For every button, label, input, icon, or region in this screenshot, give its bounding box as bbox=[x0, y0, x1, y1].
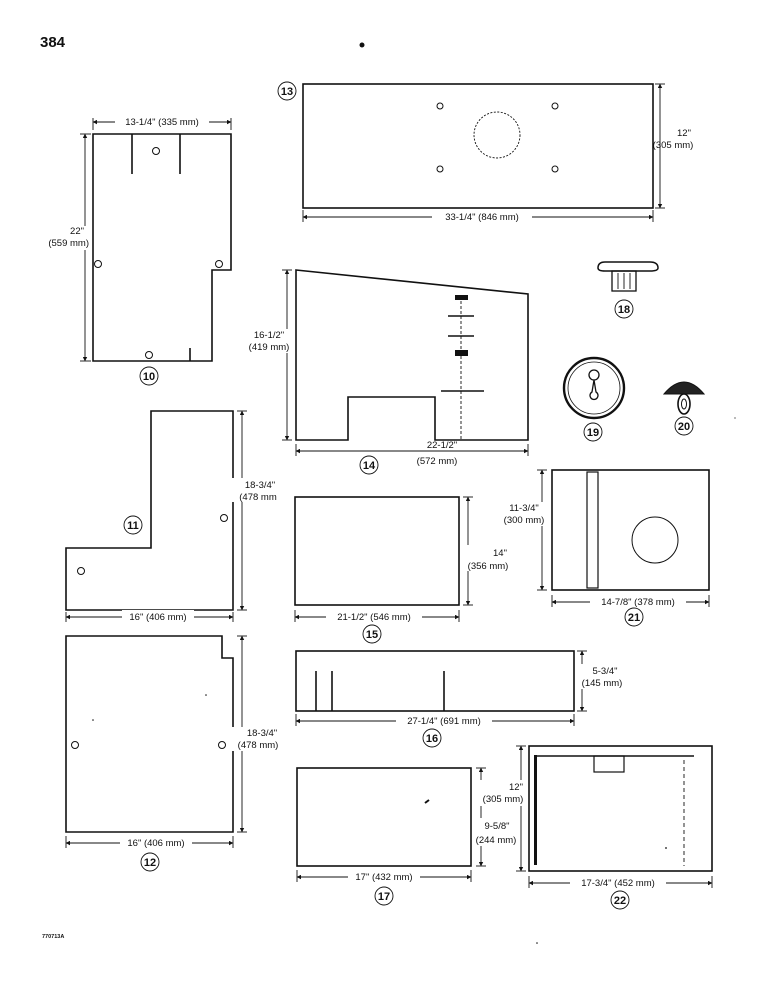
part-13-callout bbox=[277, 81, 297, 101]
part-15-callout bbox=[362, 624, 382, 644]
part-11-height-in: 18-3/4" bbox=[245, 480, 275, 491]
part-12-number: 12 bbox=[144, 857, 156, 869]
part-16-callout bbox=[422, 728, 442, 748]
part-15-width: 21-1/2" (546 mm) bbox=[337, 612, 411, 623]
part-13-width: 33-1/4" (846 mm) bbox=[445, 212, 519, 223]
part-10-width: 13-1/4" (335 mm) bbox=[125, 117, 199, 128]
part-13-height-mm: (305 mm) bbox=[653, 140, 694, 151]
part-15-number: 15 bbox=[366, 629, 378, 641]
part-22-height-in: 12" bbox=[509, 782, 523, 793]
part-12-width: 16" (406 mm) bbox=[127, 838, 184, 849]
part-13-height-in: 12" bbox=[677, 128, 691, 139]
part-22-width: 17-3/4" (452 mm) bbox=[581, 878, 655, 889]
part-22-callout bbox=[610, 890, 630, 910]
part-14-panel bbox=[295, 269, 529, 441]
part-20-number: 20 bbox=[678, 421, 690, 433]
part-19-callout bbox=[583, 422, 603, 442]
part-17-height-in: 9-5/8" bbox=[484, 821, 509, 832]
part-22-height-mm: (305 mm) bbox=[483, 794, 524, 805]
part-17-width: 17" (432 mm) bbox=[355, 872, 412, 883]
part-14: 22-1/2" (572 mm) 16-1/2" (419 mm) 14 bbox=[244, 269, 529, 475]
part-16-height-in: 5-3/4" bbox=[592, 666, 617, 677]
part-20-callout bbox=[674, 416, 694, 436]
part-18-callout bbox=[614, 299, 634, 319]
part-12-height-mm: (478 mm) bbox=[238, 740, 279, 751]
part-10: 13-1/4" (335 mm) 22" (559 mm) 10 bbox=[32, 115, 232, 386]
part-10-callout bbox=[139, 366, 159, 386]
part-22-number: 22 bbox=[614, 895, 626, 907]
part-13-number: 13 bbox=[281, 86, 293, 98]
part-11-panel bbox=[65, 410, 234, 611]
page-number: 384 bbox=[40, 34, 66, 51]
figure-code: 770713A bbox=[42, 934, 64, 940]
part-14-callout bbox=[359, 455, 379, 475]
part-22-panel bbox=[528, 745, 713, 872]
part-21-callout bbox=[624, 607, 644, 627]
part-21-height-mm: (300 mm) bbox=[504, 515, 545, 526]
part-13: 33-1/4" (846 mm) 12" (305 mm) 13 bbox=[277, 81, 698, 223]
part-21-height-in: 11-3/4" bbox=[509, 503, 539, 514]
part-14-width-in: 22-1/2" bbox=[427, 440, 457, 451]
part-12-panel bbox=[65, 635, 234, 833]
part-21: 14-7/8" (378 mm) 11-3/4" (300 mm) 21 bbox=[498, 469, 710, 627]
part-17-panel bbox=[296, 767, 472, 867]
part-19: 19 bbox=[562, 356, 626, 442]
part-22: 17-3/4" (452 mm) 12" (305 mm) 22 bbox=[480, 745, 713, 910]
part-16-panel bbox=[295, 650, 575, 712]
part-10-height-mm: (559 mm) bbox=[48, 238, 89, 249]
part-15-height-in: 14" bbox=[493, 548, 507, 559]
part-15-panel bbox=[294, 496, 460, 606]
part-19-number: 19 bbox=[587, 427, 599, 439]
part-17-height-mm: (244 mm) bbox=[476, 835, 517, 846]
part-17-number: 17 bbox=[378, 891, 390, 903]
part-16-width: 27-1/4" (691 mm) bbox=[407, 716, 481, 727]
part-17: 17" (432 mm) 9-5/8" (244 mm) 17 bbox=[296, 767, 522, 906]
part-14-height-mm: (419 mm) bbox=[249, 342, 290, 353]
part-11-height-mm: (478 mm bbox=[239, 492, 277, 503]
ink-dot bbox=[359, 42, 365, 48]
part-11-width: 16" (406 mm) bbox=[129, 612, 186, 623]
part-11: 16" (406 mm) 18-3/4" (478 mm 11 bbox=[65, 410, 284, 623]
part-15: 21-1/2" (546 mm) 14" (356 mm) 15 bbox=[294, 496, 512, 644]
part-20: 20 bbox=[662, 381, 706, 436]
part-16: 27-1/4" (691 mm) 5-3/4" (145 mm) 16 bbox=[295, 650, 627, 748]
part-21-panel bbox=[551, 469, 710, 591]
part-14-width-mm: (572 mm) bbox=[417, 456, 458, 467]
part-17-callout bbox=[374, 886, 394, 906]
part-11-number: 11 bbox=[127, 520, 139, 532]
part-14-height-in: 16-1/2" bbox=[254, 330, 284, 341]
part-18-number: 18 bbox=[618, 304, 630, 316]
part-12-height-in: 18-3/4" bbox=[247, 728, 277, 739]
part-18: 18 bbox=[597, 261, 659, 319]
part-16-number: 16 bbox=[426, 733, 438, 745]
part-12-callout bbox=[140, 852, 160, 872]
part-13-panel bbox=[302, 83, 654, 209]
part-15-height-mm: (356 mm) bbox=[468, 561, 509, 572]
part-16-height-mm: (145 mm) bbox=[582, 678, 623, 689]
part-21-number: 21 bbox=[628, 612, 640, 624]
part-11-callout bbox=[123, 515, 143, 535]
part-12: 16" (406 mm) 18-3/4" (478 mm) 12 bbox=[65, 635, 286, 872]
part-10-panel bbox=[92, 133, 232, 362]
part-14-number: 14 bbox=[363, 460, 376, 472]
part-10-height-in: 22" bbox=[70, 226, 84, 237]
part-21-width: 14-7/8" (378 mm) bbox=[601, 597, 675, 608]
part-10-number: 10 bbox=[143, 371, 155, 383]
